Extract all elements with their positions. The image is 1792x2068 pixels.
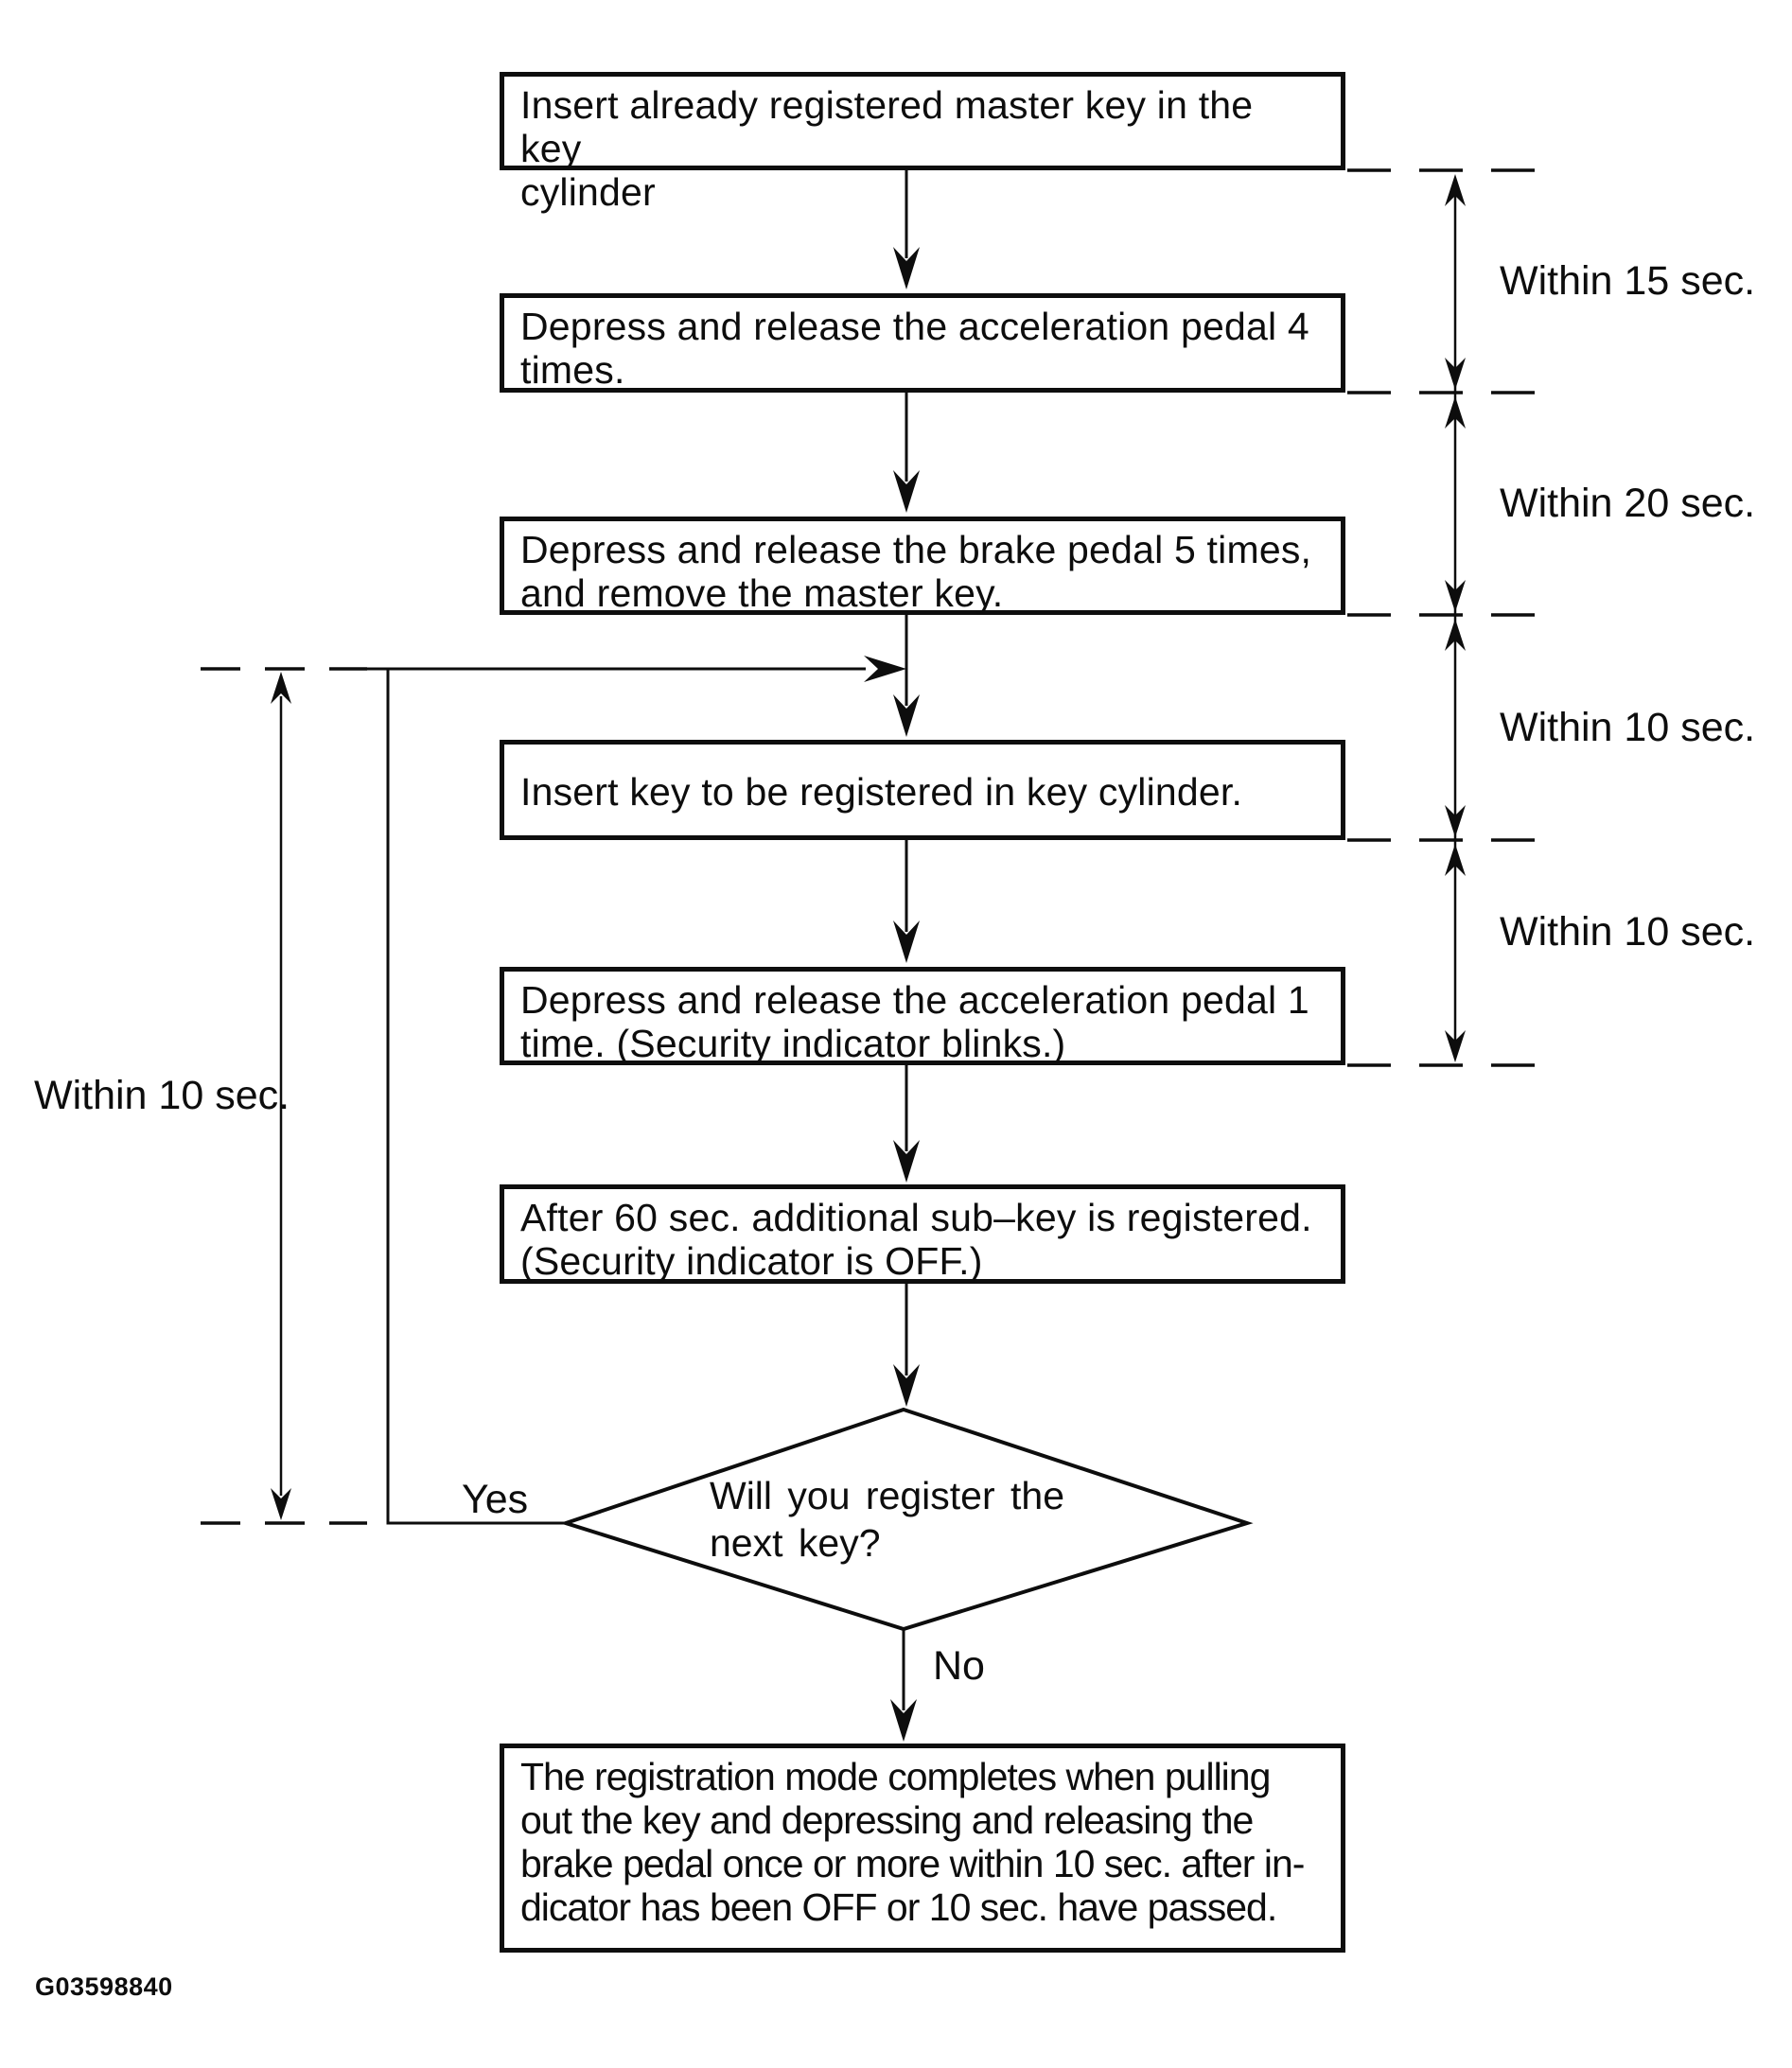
right-dimension [1347,168,1561,1067]
step-text: Insert already registered master key in … [520,83,1254,214]
arrowhead-down-icon [893,247,920,289]
timing-label-right-3: Within 10 sec. [1500,705,1756,750]
arrowhead-down-icon [890,1699,917,1742]
timing-label-right-1: Within 15 sec. [1500,258,1756,304]
arrowhead-down-icon [893,1140,920,1183]
step-text: Depress and release the acceleration ped… [520,305,1309,392]
step-text: Depress and release the brake pedal 5 ti… [520,528,1312,615]
arrowhead-up-icon [271,672,291,704]
step-box-5: Depress and release the acceleration ped… [500,967,1345,1065]
arrowhead-up-icon [1445,844,1466,876]
step-text: After 60 sec. additional sub–key is regi… [520,1196,1312,1283]
yes-branch-label: Yes [462,1477,529,1522]
terminal-box: The registration mode completes when pul… [500,1744,1345,1953]
arrowhead-up-icon [1445,396,1466,429]
arrowhead-up-icon [1445,619,1466,651]
arrowhead-down-icon [271,1488,291,1520]
step-box-1: Insert already registered master key in … [500,72,1345,214]
arrowhead-down-icon [1445,358,1466,390]
timing-label-right-2: Within 20 sec. [1500,481,1756,526]
arrowhead-down-icon [893,470,920,513]
step-text: Insert key to be registered in key cylin… [520,770,1243,814]
no-branch-label: No [933,1643,985,1689]
arrowhead-down-icon [893,1364,920,1407]
step-box-3: Depress and release the brake pedal 5 ti… [500,517,1345,615]
arrowhead-down-icon [893,694,920,737]
decision-text: Will you register the next key? [710,1474,1065,1565]
timing-label-right-4: Within 10 sec. [1500,909,1756,955]
arrowhead-up-icon [1445,174,1466,206]
decision-diamond-shape [559,1407,1254,1632]
step-text: The registration mode completes when pul… [520,1755,1305,1929]
timing-label-left: Within 10 sec. [34,1073,290,1118]
figure-code: G03598840 [35,1972,173,2001]
arrowhead-down-icon [1445,805,1466,837]
arrowhead-down-icon [1445,1030,1466,1062]
step-text: Depress and release the acceleration ped… [520,978,1309,1065]
arrowhead-down-icon [1445,580,1466,612]
arrowhead-down-icon [893,920,920,963]
yes-loop-line [386,667,866,1525]
left-dimension [201,667,367,1525]
step-box-2: Depress and release the acceleration ped… [500,293,1345,393]
step-box-4: Insert key to be registered in key cylin… [500,740,1345,840]
step-box-6: After 60 sec. additional sub–key is regi… [500,1184,1345,1284]
arrowhead-right-icon [864,656,906,682]
main-flow-connectors [890,170,920,1742]
